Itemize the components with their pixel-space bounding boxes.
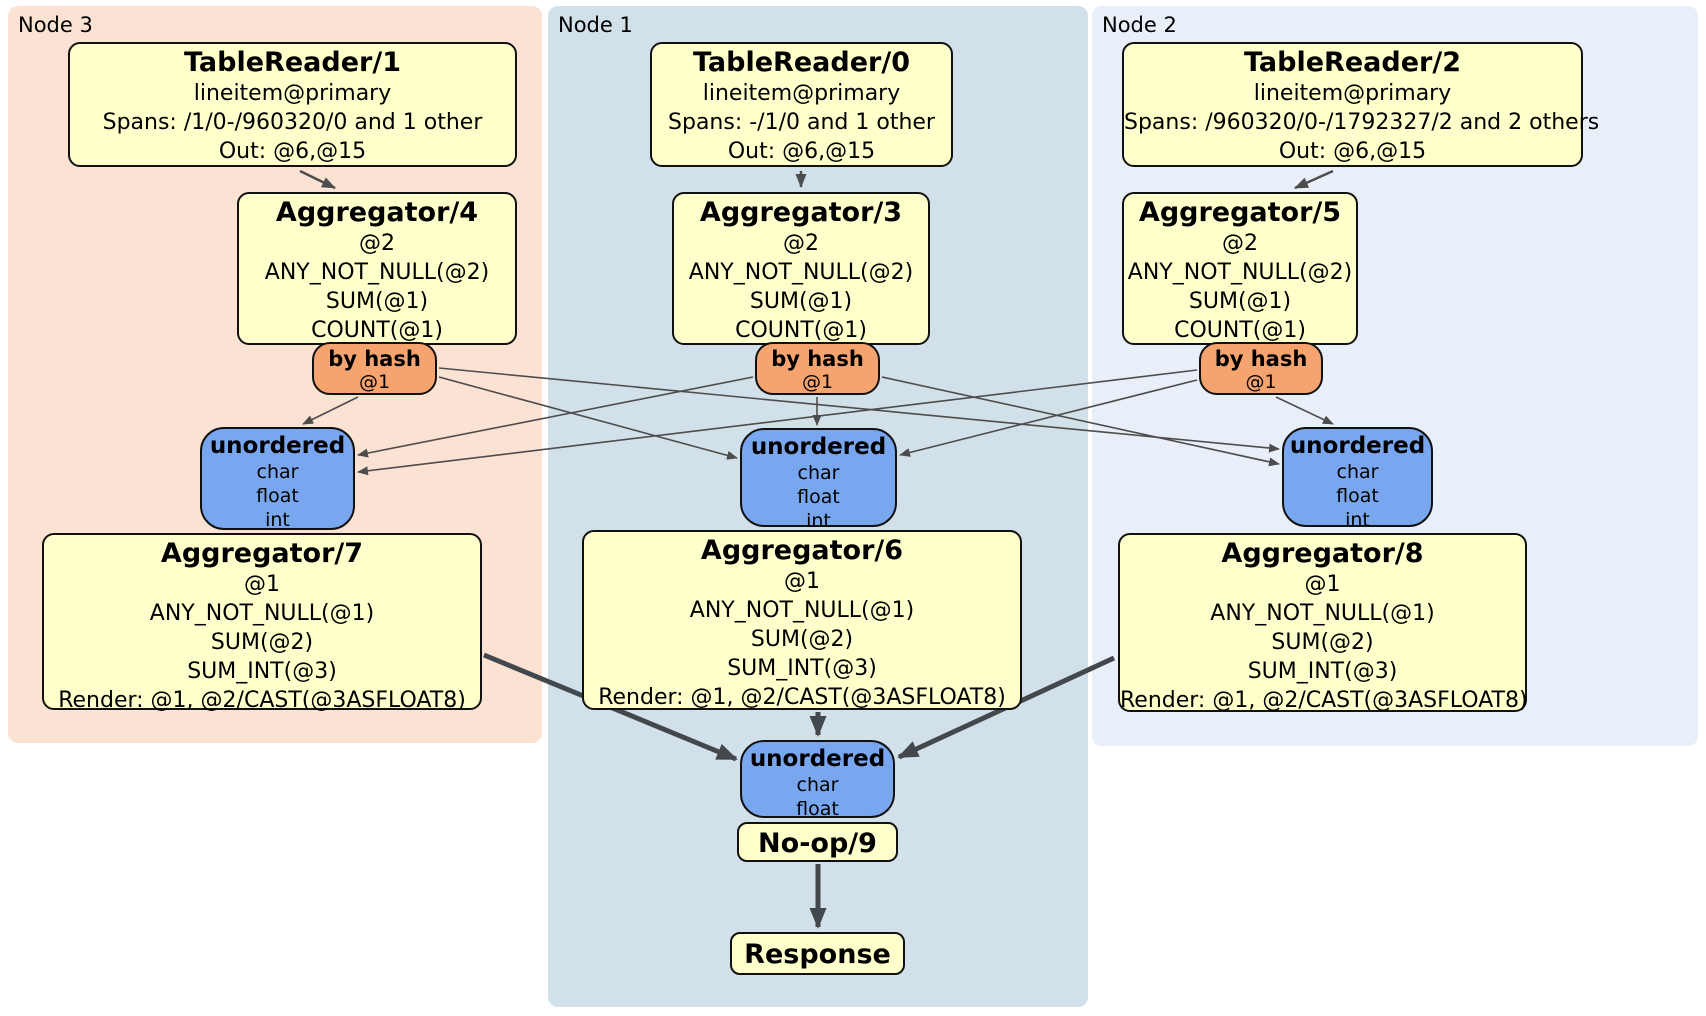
- router-by-hash-node1: by hash @1: [755, 342, 880, 395]
- processor-agg-fn: SUM_INT(@3): [187, 659, 337, 684]
- sync-title: unordered: [209, 433, 346, 459]
- sync-type: int: [265, 509, 290, 531]
- processor-render: Render: @1, @2/CAST(@3ASFLOAT8): [598, 685, 1006, 710]
- processor-agg-fn: SUM_INT(@3): [1247, 659, 1398, 684]
- panel-node1-label: Node 1: [558, 13, 633, 37]
- router-detail: @1: [801, 371, 834, 393]
- processor-group-cols: @1: [244, 572, 280, 597]
- processor-tablereader2: TableReader/2 lineitem@primary Spans: /9…: [1122, 42, 1600, 167]
- router-by-hash-node2: by hash @1: [1199, 342, 1323, 395]
- processor-spans: Spans: /960320/0-/1792327/2 and 2 others: [1124, 110, 1600, 135]
- processor-aggregator8: Aggregator/8 @1 ANY_NOT_NULL(@1) SUM(@2)…: [1118, 533, 1528, 713]
- sync-type: float: [1336, 485, 1379, 507]
- processor-title: Aggregator/6: [700, 535, 904, 566]
- sync-type: char: [1336, 461, 1379, 483]
- sync-type: int: [1345, 509, 1370, 531]
- sync-title: unordered: [750, 434, 887, 460]
- processor-noop: No-op/9: [737, 822, 898, 862]
- sync-unordered-node3: unordered char float int: [200, 427, 355, 531]
- sync-type: char: [797, 462, 840, 484]
- processor-agg-fn: ANY_NOT_NULL(@2): [688, 260, 914, 285]
- sync-type: int: [806, 510, 831, 532]
- sync-title: unordered: [749, 746, 886, 772]
- processor-aggregator3: Aggregator/3 @2 ANY_NOT_NULL(@2) SUM(@1)…: [672, 192, 930, 345]
- processor-group-cols: @2: [359, 231, 395, 256]
- processor-agg-fn: ANY_NOT_NULL(@2): [264, 260, 490, 285]
- processor-title: TableReader/0: [693, 47, 910, 78]
- processor-agg-fn: COUNT(@1): [1174, 318, 1306, 343]
- processor-agg-fn: ANY_NOT_NULL(@1): [1210, 601, 1435, 626]
- processor-index: lineitem@primary: [193, 81, 392, 106]
- processor-response: Response: [730, 932, 905, 975]
- sync-unordered-node2: unordered char float int: [1282, 427, 1433, 531]
- processor-group-cols: @2: [783, 231, 819, 256]
- processor-agg-fn: ANY_NOT_NULL(@1): [689, 598, 915, 623]
- processor-agg-fn: SUM_INT(@3): [727, 656, 877, 681]
- router-detail: @1: [1245, 371, 1277, 393]
- sync-unordered-node1: unordered char float int: [740, 428, 897, 532]
- sync-type: char: [256, 461, 299, 483]
- processor-title: Aggregator/7: [160, 538, 364, 569]
- router-title: by hash: [771, 347, 864, 371]
- processor-group-cols: @1: [1304, 572, 1341, 597]
- router-title: by hash: [328, 347, 421, 371]
- processor-agg-fn: SUM(@1): [749, 289, 853, 314]
- processor-tablereader0: TableReader/0 lineitem@primary Spans: -/…: [650, 42, 953, 167]
- processor-aggregator6: Aggregator/6 @1 ANY_NOT_NULL(@1) SUM(@2)…: [582, 530, 1022, 710]
- processor-title: Aggregator/4: [275, 197, 479, 228]
- processor-agg-fn: SUM(@2): [1271, 630, 1374, 655]
- processor-agg-fn: ANY_NOT_NULL(@2): [1127, 260, 1353, 285]
- processor-aggregator4: Aggregator/4 @2 ANY_NOT_NULL(@2) SUM(@1)…: [237, 192, 517, 345]
- processor-aggregator7: Aggregator/7 @1 ANY_NOT_NULL(@1) SUM(@2)…: [42, 533, 482, 713]
- processor-spans: Spans: -/1/0 and 1 other: [668, 110, 935, 135]
- panel-node3-label: Node 3: [18, 13, 93, 37]
- processor-index: lineitem@primary: [1253, 81, 1452, 106]
- processor-group-cols: @2: [1222, 231, 1258, 256]
- processor-title: No-op/9: [758, 827, 877, 859]
- processor-aggregator5: Aggregator/5 @2 ANY_NOT_NULL(@2) SUM(@1)…: [1122, 192, 1358, 345]
- processor-title: Aggregator/3: [699, 197, 903, 228]
- processor-out: Out: @6,@15: [727, 139, 876, 164]
- router-detail: @1: [358, 371, 391, 393]
- sync-type: float: [797, 486, 840, 508]
- sync-unordered-final: unordered char float: [740, 740, 895, 820]
- processor-title: Aggregator/5: [1138, 197, 1342, 228]
- processor-agg-fn: SUM(@2): [210, 630, 314, 655]
- panel-node2-label: Node 2: [1102, 13, 1177, 37]
- processor-title: TableReader/1: [184, 47, 401, 78]
- processor-agg-fn: SUM(@1): [1188, 289, 1292, 314]
- processor-title: Aggregator/8: [1221, 538, 1424, 569]
- processor-tablereader1: TableReader/1 lineitem@primary Spans: /1…: [68, 42, 517, 167]
- processor-out: Out: @6,@15: [1278, 139, 1427, 164]
- processor-render: Render: @1, @2/CAST(@3ASFLOAT8): [1120, 688, 1528, 713]
- processor-out: Out: @6,@15: [218, 139, 367, 164]
- processor-title: Response: [744, 939, 891, 970]
- sync-type: char: [796, 774, 839, 796]
- router-title: by hash: [1214, 347, 1308, 371]
- sync-type: float: [256, 485, 299, 507]
- sync-title: unordered: [1289, 433, 1426, 459]
- router-by-hash-node3: by hash @1: [312, 342, 437, 395]
- processor-group-cols: @1: [784, 569, 820, 594]
- processor-agg-fn: COUNT(@1): [311, 318, 443, 343]
- processor-index: lineitem@primary: [702, 81, 901, 106]
- processor-agg-fn: SUM(@2): [750, 627, 854, 652]
- processor-title: TableReader/2: [1244, 47, 1461, 78]
- processor-agg-fn: ANY_NOT_NULL(@1): [149, 601, 375, 626]
- processor-render: Render: @1, @2/CAST(@3ASFLOAT8): [58, 688, 466, 713]
- processor-agg-fn: SUM(@1): [325, 289, 429, 314]
- processor-spans: Spans: /1/0-/960320/0 and 1 other: [102, 110, 483, 135]
- sync-type: float: [796, 798, 839, 820]
- processor-agg-fn: COUNT(@1): [735, 318, 867, 343]
